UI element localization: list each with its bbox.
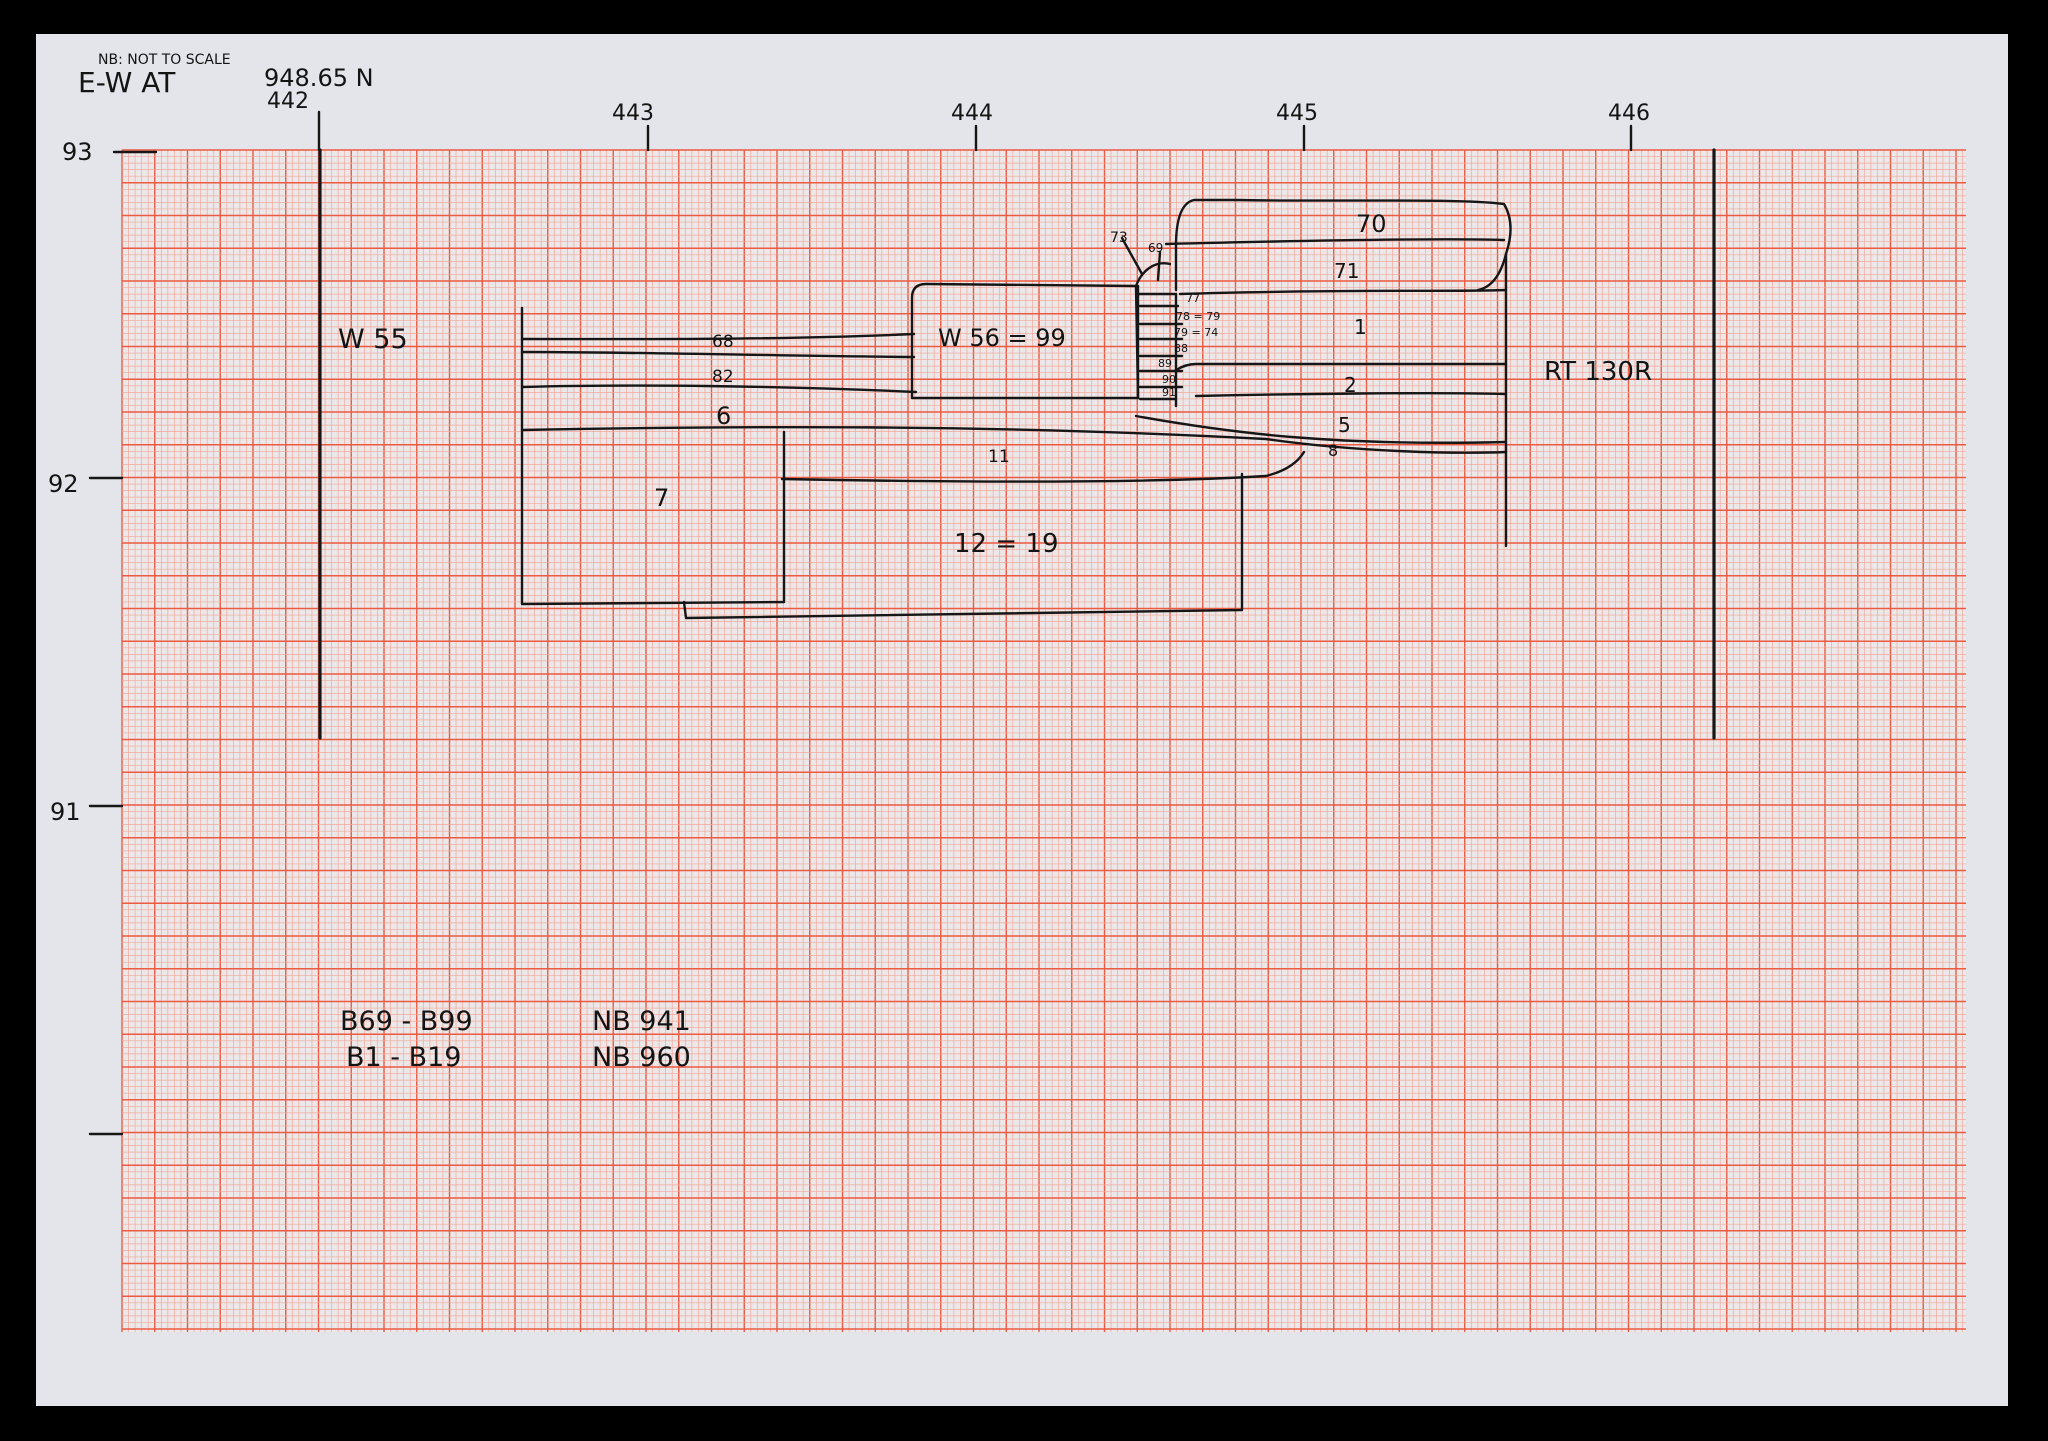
context-2-base xyxy=(1194,391,1508,398)
context-71-base xyxy=(1178,288,1508,296)
context-w56-outline xyxy=(910,282,1140,400)
label-rt130r: RT 130R xyxy=(1544,357,1652,387)
bags-note-1: B69 - B99 xyxy=(340,1006,473,1037)
context-label-6: 6 xyxy=(716,402,731,430)
x-tick-label-445: 445 xyxy=(1276,101,1318,126)
context-69-edge xyxy=(1134,262,1172,288)
context-12-outline xyxy=(682,472,1244,620)
context-label-1: 1 xyxy=(1354,315,1367,339)
leader-69 xyxy=(1156,250,1162,282)
x-tick-label-443: 443 xyxy=(612,101,654,126)
section-drawing: NB: NOT TO SCALE E-W AT 948.65 N 442 443… xyxy=(48,52,1966,1332)
section-title: E-W AT xyxy=(78,66,176,99)
context-68-base xyxy=(520,350,916,359)
context-82-base xyxy=(520,384,918,394)
context-label-70: 70 xyxy=(1356,210,1387,238)
context-label-5: 5 xyxy=(1338,413,1351,437)
context-68-top xyxy=(520,332,916,341)
context-5-base xyxy=(1134,414,1508,444)
context-1-base xyxy=(1174,362,1508,372)
nb-note-1: NB 941 xyxy=(592,1006,691,1037)
graph-grid xyxy=(121,149,1966,1332)
context-label-90: 90 xyxy=(1162,373,1176,386)
context-label-11: 11 xyxy=(988,447,1010,467)
graph-paper-sheet: NB: NOT TO SCALE E-W AT 948.65 N 442 443… xyxy=(36,34,2008,1406)
context-label-77: 77 xyxy=(1186,292,1200,305)
context-11-base xyxy=(780,450,1306,483)
context-label-89: 89 xyxy=(1158,357,1172,370)
context-label-7: 7 xyxy=(654,484,669,512)
trench-walls xyxy=(318,148,1716,740)
stratigraphy xyxy=(520,198,1512,620)
context-label-69: 69 xyxy=(1148,241,1163,255)
axis-ticks xyxy=(88,110,1633,1136)
label-w56: W 56 = 99 xyxy=(938,324,1066,352)
label-w55: W 55 xyxy=(338,324,408,355)
context-label-12: 12 = 19 xyxy=(954,529,1058,559)
context-label-88: 88 xyxy=(1174,342,1188,355)
y-tick-label-91: 91 xyxy=(50,798,81,826)
bags-note-2: B1 - B19 xyxy=(346,1042,462,1073)
x-tick-label-446: 446 xyxy=(1608,101,1650,126)
leader-73 xyxy=(1120,236,1144,276)
scale-note: NB: NOT TO SCALE xyxy=(98,52,231,68)
context-7-outline xyxy=(520,306,786,606)
context-label-8: 8 xyxy=(1328,441,1338,460)
context-label-91: 91 xyxy=(1162,386,1176,399)
context-label-79: 79 = 74 xyxy=(1174,326,1218,339)
context-6-base xyxy=(520,425,1508,454)
y-tick-label-93: 93 xyxy=(62,138,93,166)
context-label-2: 2 xyxy=(1344,373,1357,397)
nb-note-2: NB 960 xyxy=(592,1042,691,1073)
x-tick-label-442: 442 xyxy=(267,89,309,114)
northing-label: 948.65 N xyxy=(264,64,374,92)
context-label-82: 82 xyxy=(712,367,734,387)
context-label-73: 73 xyxy=(1110,230,1128,246)
context-70-base xyxy=(1164,238,1506,246)
x-tick-label-444: 444 xyxy=(951,101,993,126)
context-label-78: 78 = 79 xyxy=(1176,310,1220,323)
context-label-71: 71 xyxy=(1334,259,1359,283)
y-tick-label-92: 92 xyxy=(48,470,79,498)
context-label-68: 68 xyxy=(712,332,734,352)
